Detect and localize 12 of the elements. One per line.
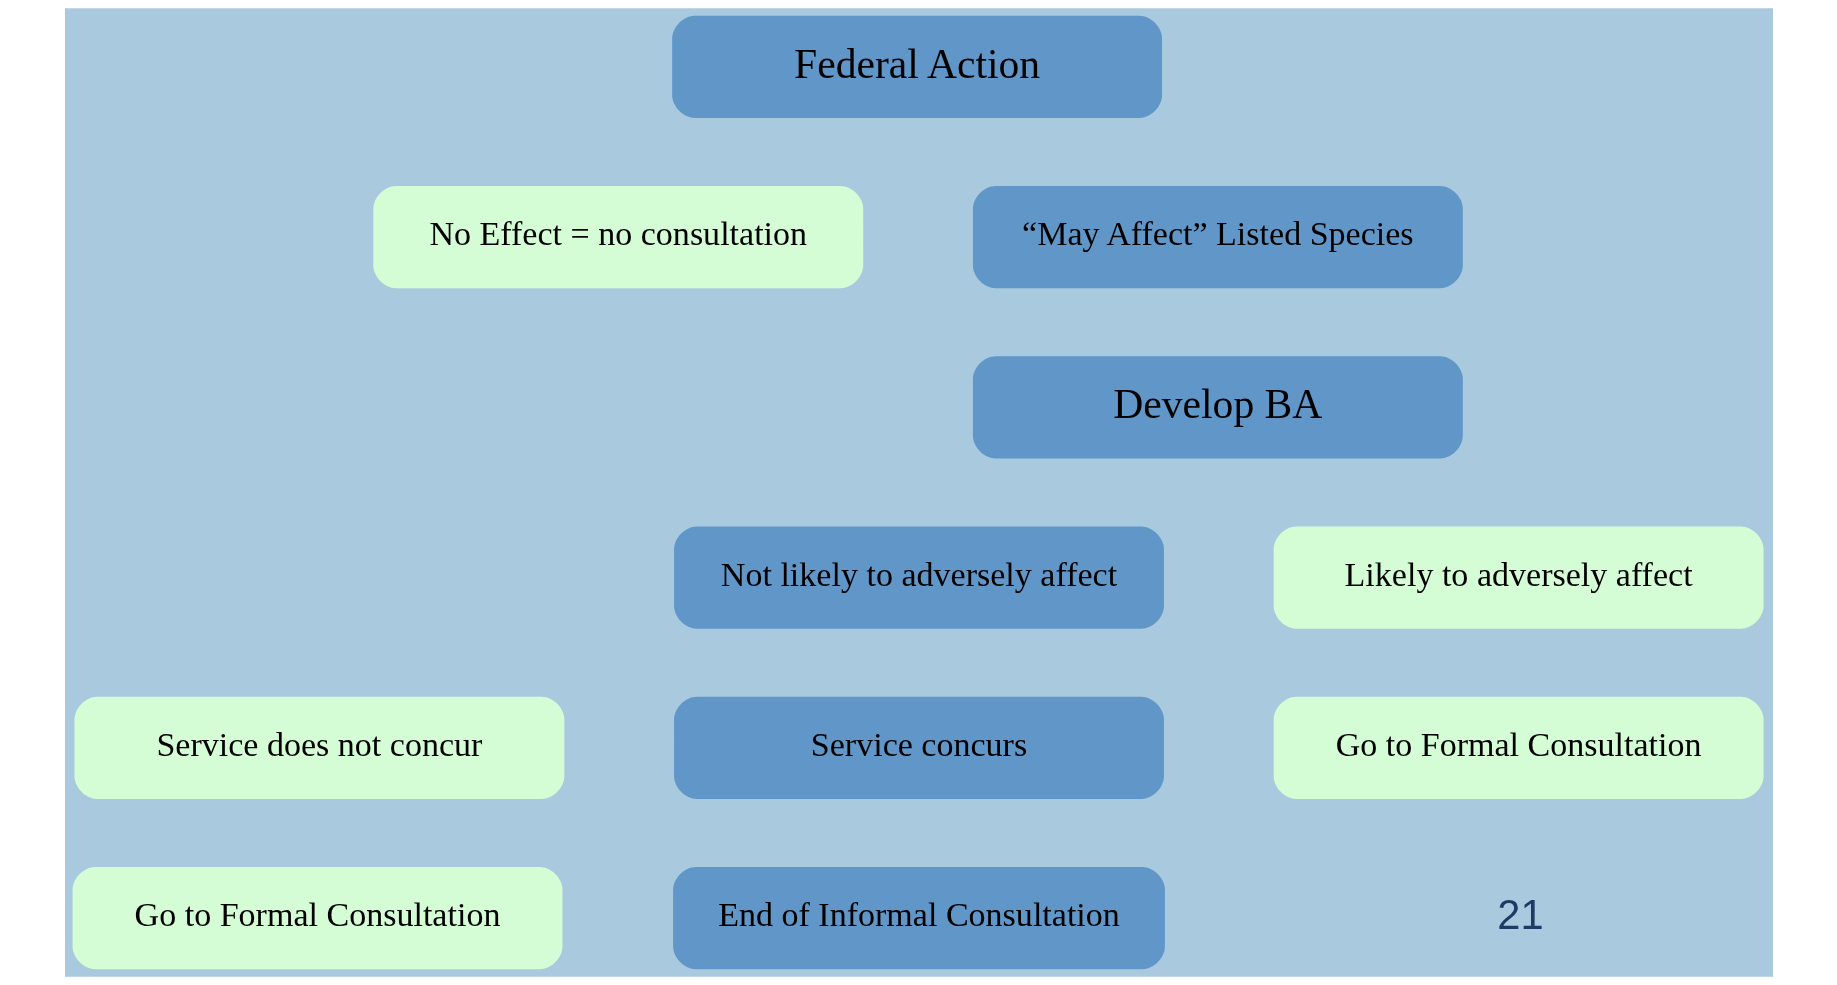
label: 21 — [1496, 890, 1544, 938]
node-box: Not likely to adversely affect — [673, 526, 1164, 629]
node-box: “May Affect” Listed Species — [972, 186, 1463, 289]
node-box: Likely to adversely affect — [1273, 526, 1764, 629]
node-box: Go to Formal Consultation — [1273, 696, 1764, 799]
node-box: Service concurs — [673, 696, 1164, 799]
node-box: Go to Formal Consultation — [72, 867, 562, 970]
node-box: Service does not concur — [73, 696, 564, 799]
node-box: Federal Action — [671, 15, 1162, 118]
node-box: Develop BA — [972, 356, 1463, 459]
node-box: No Effect = no consultation — [372, 186, 863, 289]
node-box: End of Informal Consultation — [672, 867, 1165, 970]
